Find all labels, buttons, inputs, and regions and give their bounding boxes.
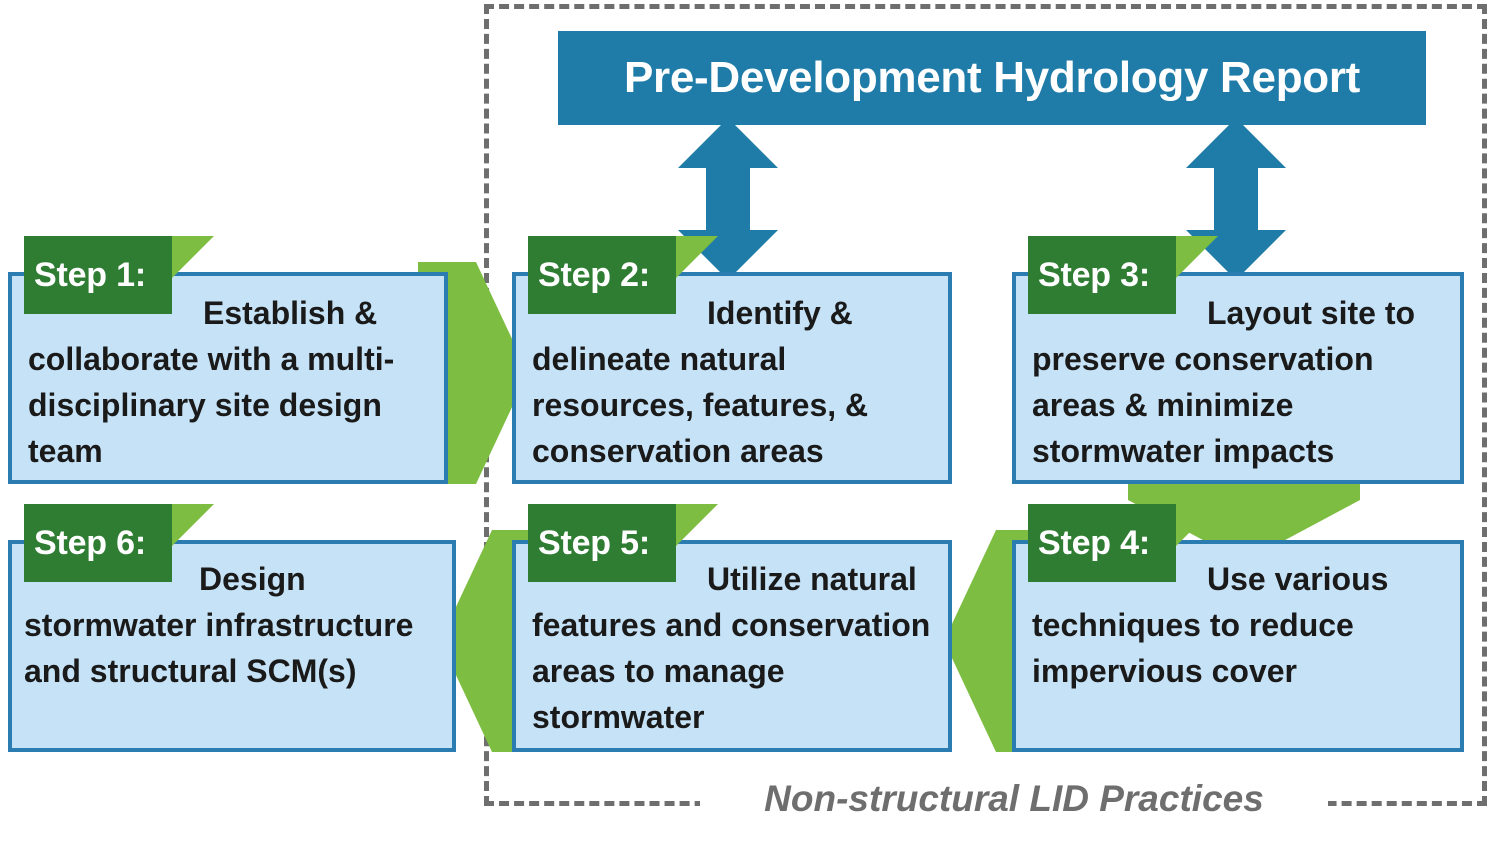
page-title: Pre-Development Hydrology Report: [623, 53, 1361, 102]
step-4-body: Use various techniques to reduce impervi…: [1032, 561, 1389, 689]
step-1-box[interactable]: [8, 272, 448, 484]
non-structural-lid-caption: Non-structural LID Practices: [700, 775, 1328, 823]
step-6-body: Design stormwater infrastructure and str…: [24, 561, 414, 689]
step-2-body: Identify & delineate natural resources, …: [532, 295, 869, 469]
step-5-body: Utilize natural features and conservatio…: [532, 561, 931, 735]
step-3-body: Layout site to preserve conservation are…: [1032, 295, 1416, 469]
step-3-box[interactable]: [1012, 272, 1464, 484]
step-1-body: Establish & collaborate with a multi-dis…: [28, 295, 395, 469]
step-6-box[interactable]: [8, 540, 456, 752]
arrow-report-step3-icon: [1186, 118, 1286, 280]
arrow-report-step2-icon: [678, 118, 778, 280]
pre-development-hydrology-report-banner: Pre-Development Hydrology Report: [558, 31, 1426, 125]
